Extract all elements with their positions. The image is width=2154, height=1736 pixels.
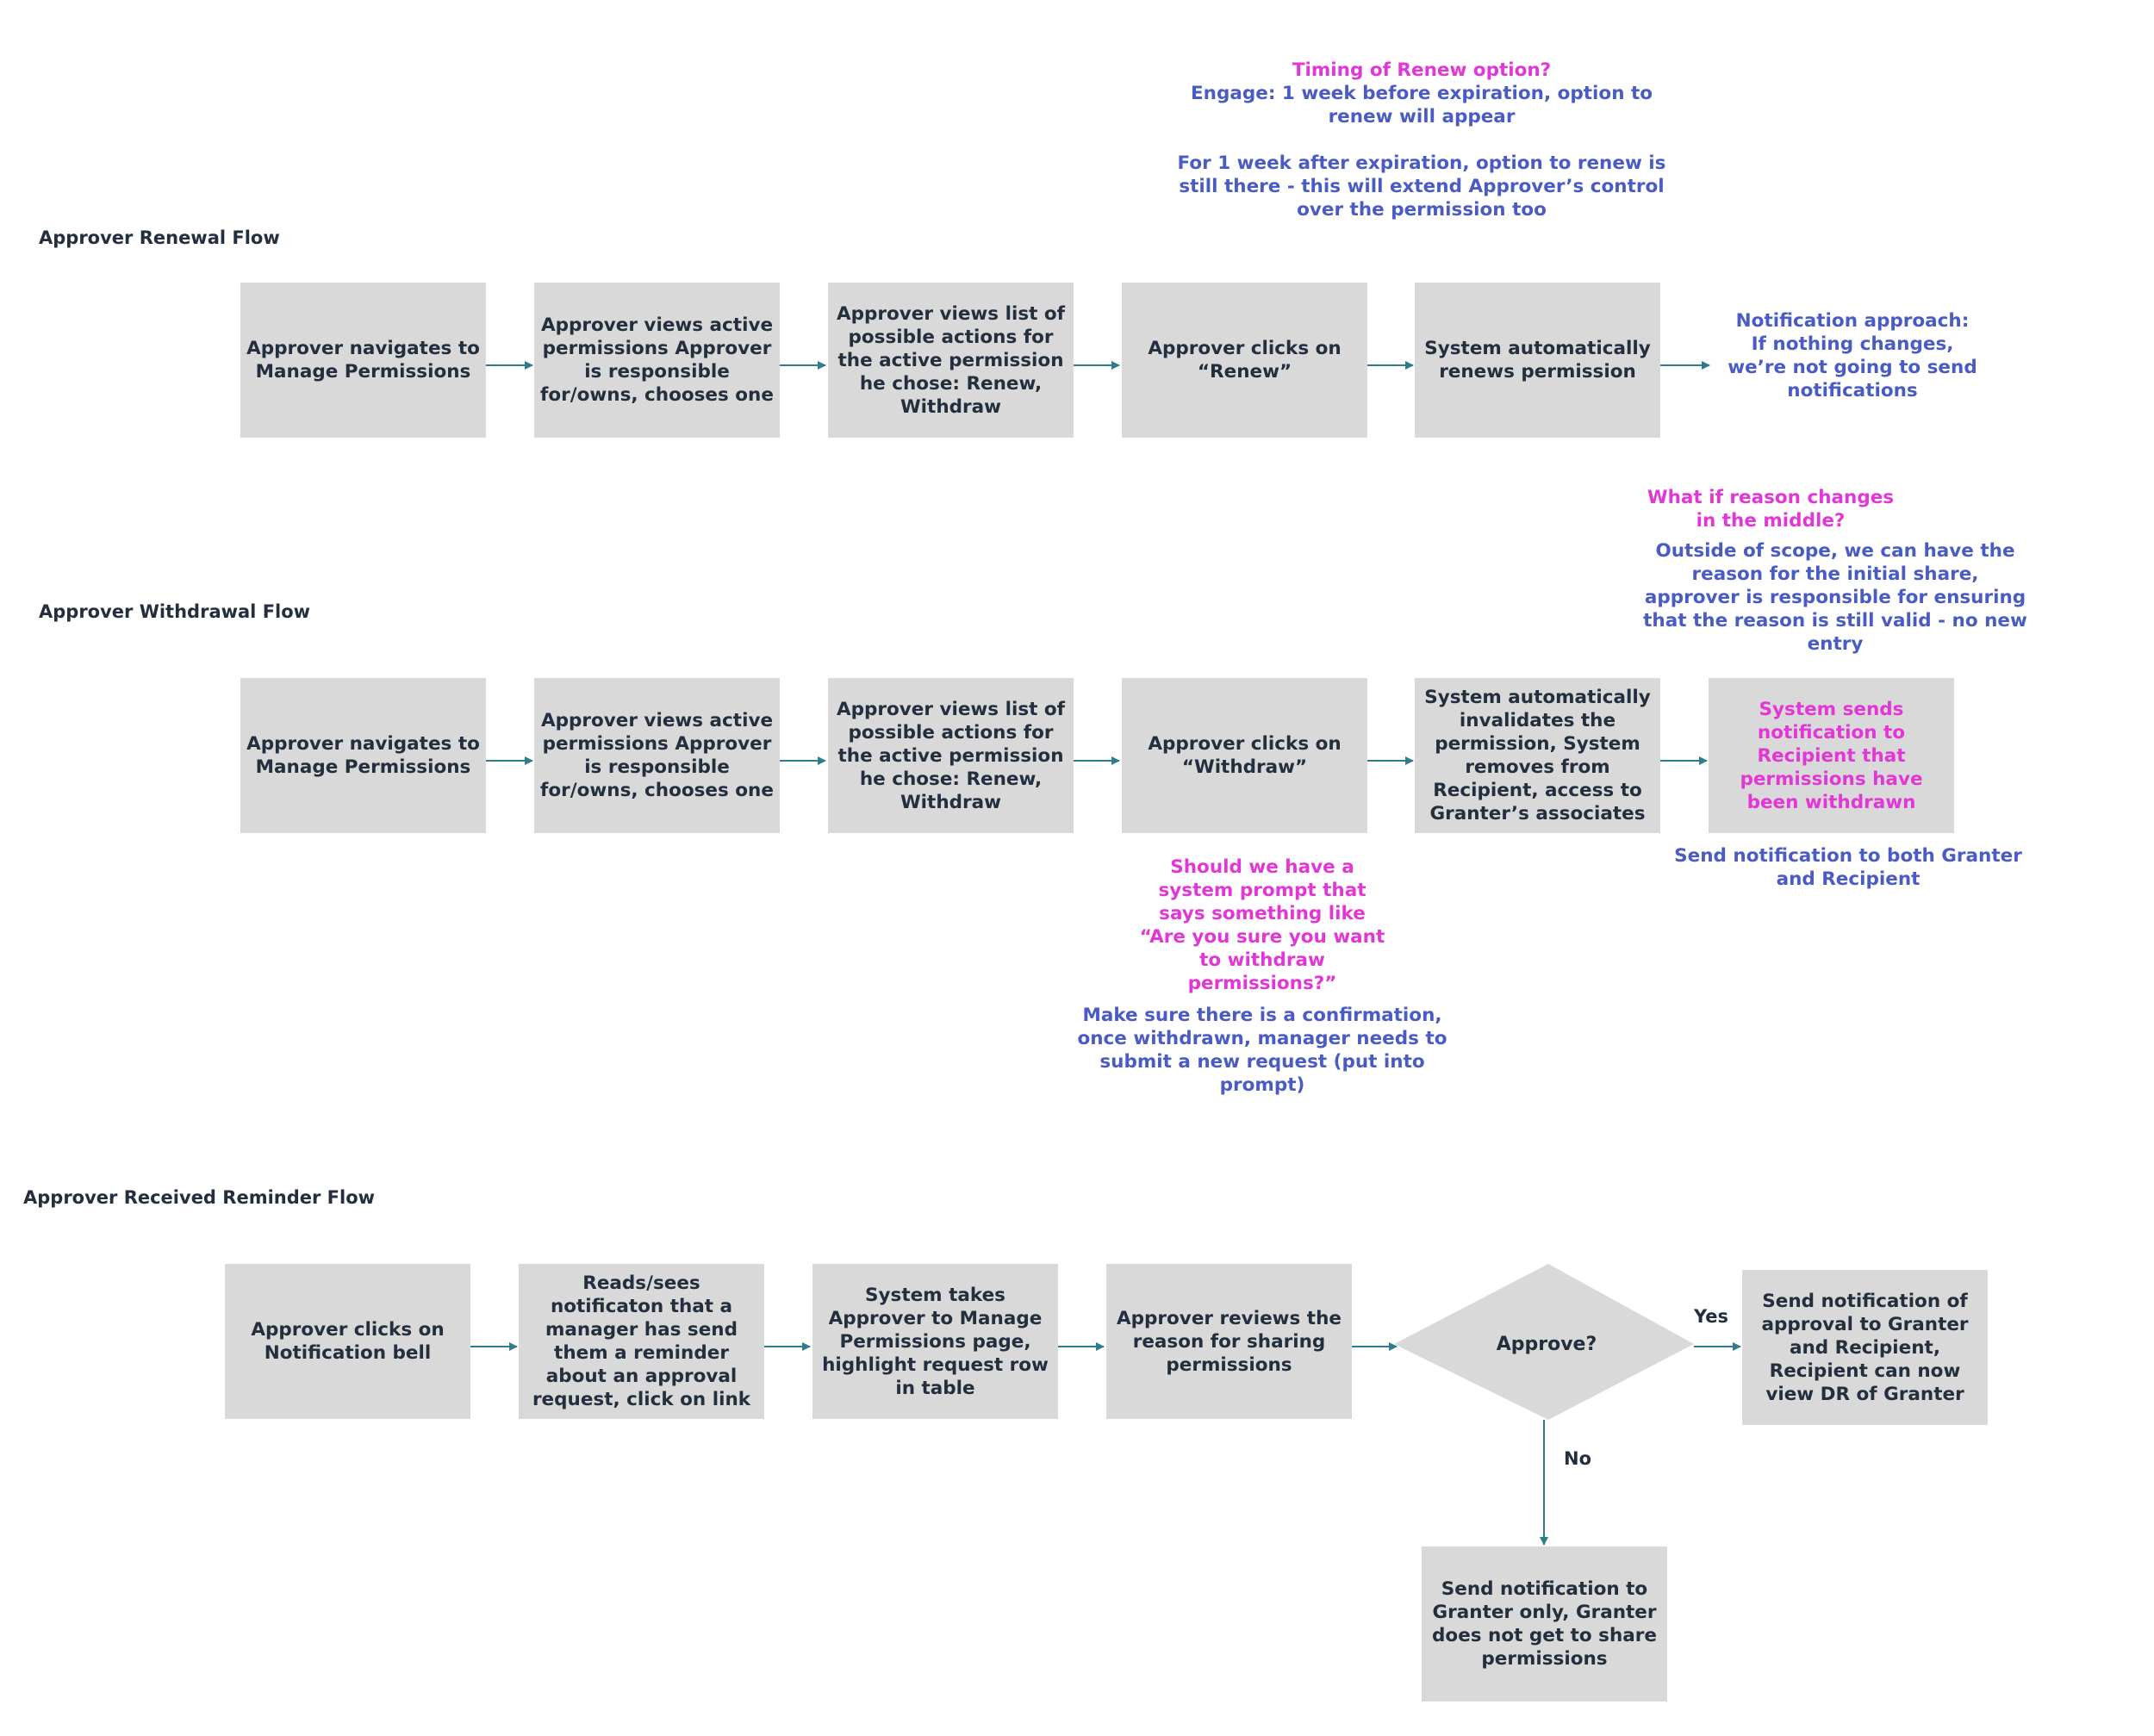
reason-change-question: What if reason changes in the middle? [1647,487,1895,532]
reminder-step-4: Approver reviews the reason for sharing … [1106,1264,1352,1419]
renewal-step-1: Approver navigates to Manage Permissions [240,283,486,438]
withdrawal-step-5: System automatically invalidates the per… [1415,678,1660,833]
reason-change-comment: What if reason changes in the middle? Ou… [1641,486,2029,656]
renewal-step-3: Approver views list of possible actions … [828,283,1074,438]
approve-no-outcome: Send notification to Granter only, Grant… [1422,1546,1667,1702]
reason-change-answer: Outside of scope, we can have the reason… [1643,540,2027,655]
withdrawal-step-4: Approver clicks on “Withdraw” [1122,678,1367,833]
renewal-step-5: System automatically renews permission [1415,283,1660,438]
renew-timing-question: Timing of Renew option? [1292,59,1552,81]
reminder-flow-title: Approver Received Reminder Flow [23,1187,376,1208]
reminder-step-2: Reads/sees notificaton that a manager ha… [519,1264,764,1419]
withdraw-prompt-comment: Should we have a system prompt that says… [1073,856,1452,1097]
withdrawal-step-6: System sends notification to Recipient t… [1709,678,1954,833]
no-branch-label: No [1564,1448,1592,1469]
renew-timing-answer-2: For 1 week after expiration, option to r… [1177,152,1666,221]
decision-label: Approve? [1496,1333,1597,1355]
withdrawal-flow-title: Approver Withdrawal Flow [39,601,311,622]
reminder-step-1: Approver clicks on Notification bell [225,1264,470,1419]
withdraw-prompt-answer: Make sure there is a confirmation, once … [1077,1005,1447,1096]
renewal-step-2: Approver views active permissions Approv… [534,283,780,438]
renewal-step-4: Approver clicks on “Renew” [1122,283,1367,438]
withdraw-prompt-question: Should we have a system prompt that says… [1139,856,1385,994]
yes-branch-label: Yes [1694,1306,1729,1327]
reminder-step-3: System takes Approver to Manage Permissi… [812,1264,1058,1419]
notification-approach-note: Notification approach: If nothing change… [1728,310,1977,401]
withdrawal-step-1: Approver navigates to Manage Permissions [240,678,486,833]
approve-yes-outcome: Send notification of approval to Granter… [1742,1270,1988,1425]
withdrawal-step-2: Approver views active permissions Approv… [534,678,780,833]
decision-diamond [1394,1264,1694,1420]
notify-both-note: Send notification to both Granter and Re… [1674,845,2022,890]
withdrawal-step-3: Approver views list of possible actions … [828,678,1074,833]
renew-timing-comment: Timing of Renew option? Engage: 1 week b… [1176,59,1667,221]
renewal-flow-title: Approver Renewal Flow [39,227,280,248]
renew-timing-answer-1: Engage: 1 week before expiration, option… [1190,83,1653,128]
